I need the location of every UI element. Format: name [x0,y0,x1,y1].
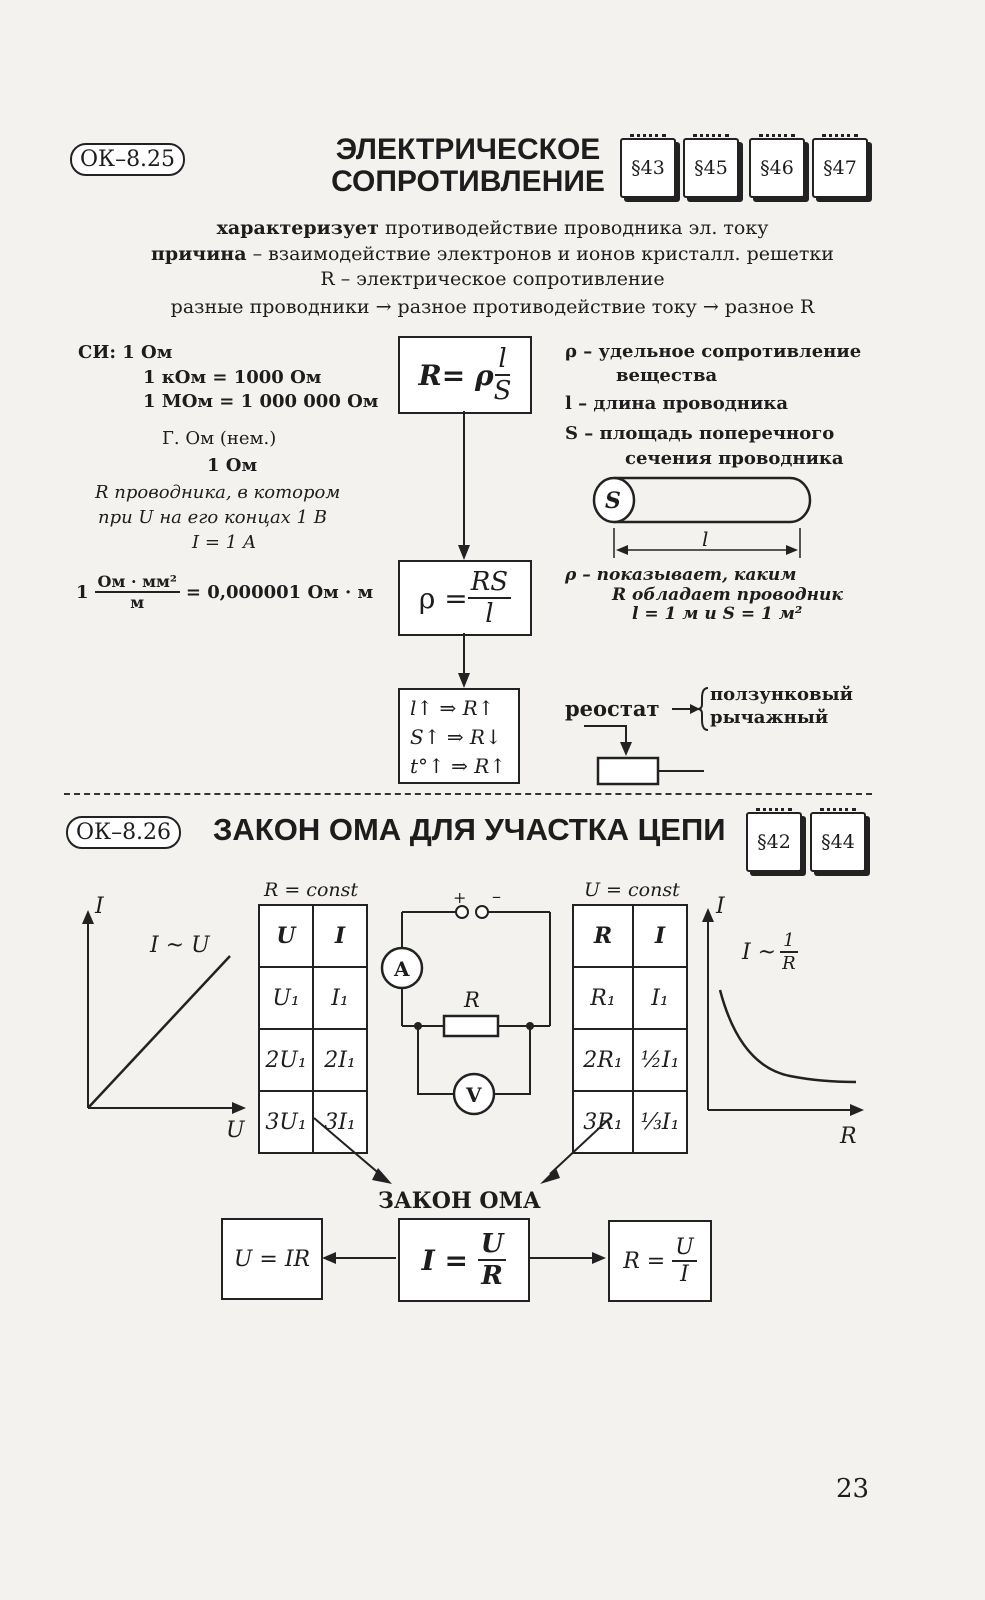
area-legend: S – площадь поперечного [565,423,835,444]
rheostat-kind: рычажный [710,707,829,728]
paragraph-ref: §46 [749,134,805,198]
rheostat-symbol-icon [584,687,709,786]
area-legend: сечения проводника [625,448,844,469]
axis-label: I [95,894,104,919]
conductor-cylinder-icon [592,476,812,558]
cylinder-area-label: S [605,488,621,514]
section-badge: ОК–8.26 [66,816,182,849]
table-caption: R = const [264,879,359,901]
relation-label: I ~ U [150,933,210,958]
section-badge: ОК–8.25 [70,143,186,176]
ohm-definition: R проводника, в котором [95,482,341,503]
cylinder-length-label: l [702,527,709,551]
law-arrows [322,1252,606,1264]
page-number: 23 [836,1474,870,1504]
paragraph-ref: §42 [746,808,802,872]
hyperbola-graph [702,908,864,1116]
paragraph-ref: §44 [810,808,866,872]
intro-line: разные проводники → разное противодейств… [170,296,815,318]
ammeter-icon: A [394,957,410,981]
resistor-label: R [464,988,480,1012]
rho-legend: ρ – удельное сопротивление [565,341,862,362]
flow-arrows [458,411,470,688]
mega-ohm: 1 МОм = 1 000 000 Ом [143,391,379,412]
section-divider [64,793,872,795]
rheostat-label: реостат [565,696,660,721]
converging-arrows [313,1117,611,1184]
axis-label: R [840,1124,857,1149]
law-voltage-formula: U = IR [221,1218,323,1300]
rheostat-kind: ползунковый [710,684,853,705]
voltmeter-icon: V [466,1083,482,1107]
rho-note: l = 1 м и S = 1 м² [632,604,803,624]
axis-label: I [716,894,725,919]
circuit-diagram [380,905,551,1116]
ohm-definition: I = 1 А [192,532,257,553]
section-title: ЗАКОН ОМА ДЛЯ УЧАСТКА ЦЕПИ [213,812,726,847]
kilo-ohm: 1 кОм = 1000 Ом [143,367,322,388]
paragraph-ref: §47 [812,134,868,198]
table-caption: U = const [584,879,680,901]
dependency-box: l↑ ⇒ R↑ S↑ ⇒ R↓ t°↑ ⇒ R↑ [398,688,520,784]
ohm-definition: при U на его концах 1 В [98,507,327,528]
length-legend: l – длина проводника [565,393,788,414]
intro-line: R – электрическое сопротивление [320,268,665,290]
paragraph-ref: §45 [683,134,739,198]
plus-terminal: + [453,888,467,907]
linear-graph [82,910,246,1114]
intro-line: причина – взаимодействие электронов и ио… [151,243,834,265]
minus-terminal: – [492,886,501,907]
rho-note: R обладает проводник [612,585,843,605]
axis-label: U [226,1118,245,1143]
one-ohm: 1 Ом [207,455,258,476]
rho-note: ρ – показывает, каким [565,565,797,585]
rho-legend: вещества [616,365,718,386]
ohm-person: Г. Ом (нем.) [162,428,277,449]
intro-line: характеризует противодействие проводника… [216,217,769,239]
section-title: ЭЛЕКТРИЧЕСКОЕ СОПРОТИВЛЕНИЕ [331,133,605,198]
si-unit: СИ: 1 Ом [78,342,173,363]
paragraph-ref: §43 [620,134,676,198]
law-title: ЗАКОН ОМА [378,1188,541,1214]
